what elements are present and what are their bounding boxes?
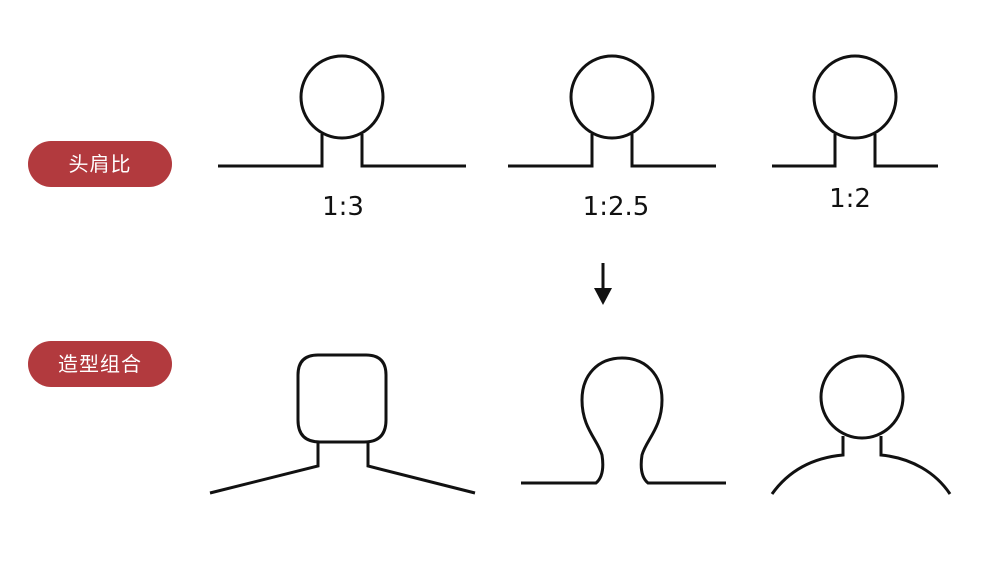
label-shape-combination: 造型组合	[28, 341, 172, 387]
figure-ratio-1-2	[772, 54, 938, 168]
label-head-shoulder-ratio: 头肩比	[28, 141, 172, 187]
neck-slanted-shoulders	[209, 442, 476, 495]
ratio-label-1: 1:3	[322, 192, 364, 222]
figure-ratio-1-3	[218, 54, 466, 168]
ratio-label-3: 1:2	[829, 184, 871, 214]
head-circle	[569, 54, 655, 140]
figure-rounded-square-head	[209, 353, 476, 495]
figure-pear-head	[521, 356, 726, 485]
neck-shoulders	[508, 134, 716, 168]
neck-shoulders	[772, 134, 938, 168]
ratio-label-2: 1:2.5	[582, 192, 650, 222]
down-arrow-icon	[594, 263, 612, 305]
head-rounded-square	[296, 353, 388, 444]
neck-round-shoulders	[770, 436, 952, 495]
head-neck-continuous	[521, 356, 726, 485]
figure-ratio-1-2-5	[508, 54, 716, 168]
head-circle	[299, 54, 385, 140]
figure-round-shoulders	[770, 354, 952, 495]
neck-shoulders	[218, 134, 466, 168]
head-circle	[812, 54, 898, 140]
head-circle	[819, 354, 905, 440]
